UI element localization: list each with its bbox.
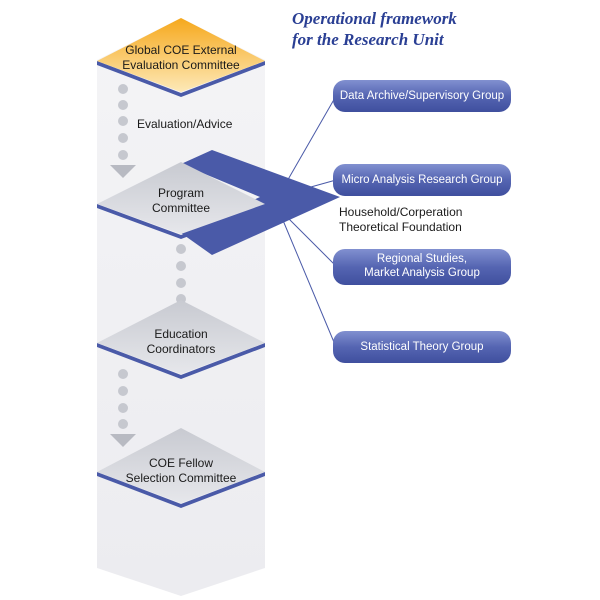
pill-statistical-theory[interactable] xyxy=(333,331,511,363)
statistical-theory-label: Statistical Theory Group xyxy=(360,341,484,353)
dotted-connector-3 xyxy=(118,369,128,429)
connector-regional-studies xyxy=(281,211,337,267)
pill-data-archive[interactable] xyxy=(333,80,511,112)
micro-analysis-label: Micro Analysis Research Group xyxy=(341,174,503,186)
evaluation-advice-label: Evaluation/Advice xyxy=(137,117,233,131)
regional-studies-label: Regional Studies, Market Analysis Group xyxy=(364,253,480,279)
pill-regional-studies[interactable] xyxy=(333,249,511,285)
connector-data-archive xyxy=(281,95,337,191)
program-committee-diamond[interactable] xyxy=(97,162,265,234)
education-coordinators-diamond[interactable] xyxy=(97,300,265,374)
data-archive-label: Data Archive/Supervisory Group xyxy=(339,90,505,102)
dotted-connector-1 xyxy=(118,84,128,160)
pill-micro-analysis[interactable] xyxy=(333,164,511,196)
program-committee-label: Program Committee xyxy=(151,186,210,215)
connector-statistical-theory xyxy=(281,217,337,348)
foundation-note: Household/Corperation Theoretical Founda… xyxy=(339,205,463,234)
arrow-down-icon xyxy=(110,165,136,178)
external-committee-diamond[interactable] xyxy=(97,18,265,92)
dotted-connector-2 xyxy=(176,244,186,304)
arrow-down-icon xyxy=(110,434,136,447)
title-line-1: Operational framework xyxy=(292,9,457,28)
title-line-2: for the Research Unit xyxy=(292,30,444,49)
external-committee-label: Global COE External Evaluation Committee xyxy=(122,43,240,72)
connector-lines xyxy=(281,95,337,348)
fellow-selection-label: COE Fellow Selection Committee xyxy=(125,456,237,485)
education-coordinators-label: Education Coordinators xyxy=(146,327,216,356)
fellow-selection-diamond[interactable] xyxy=(97,428,265,503)
diagram-title: Operational framework for the Research U… xyxy=(292,8,457,50)
